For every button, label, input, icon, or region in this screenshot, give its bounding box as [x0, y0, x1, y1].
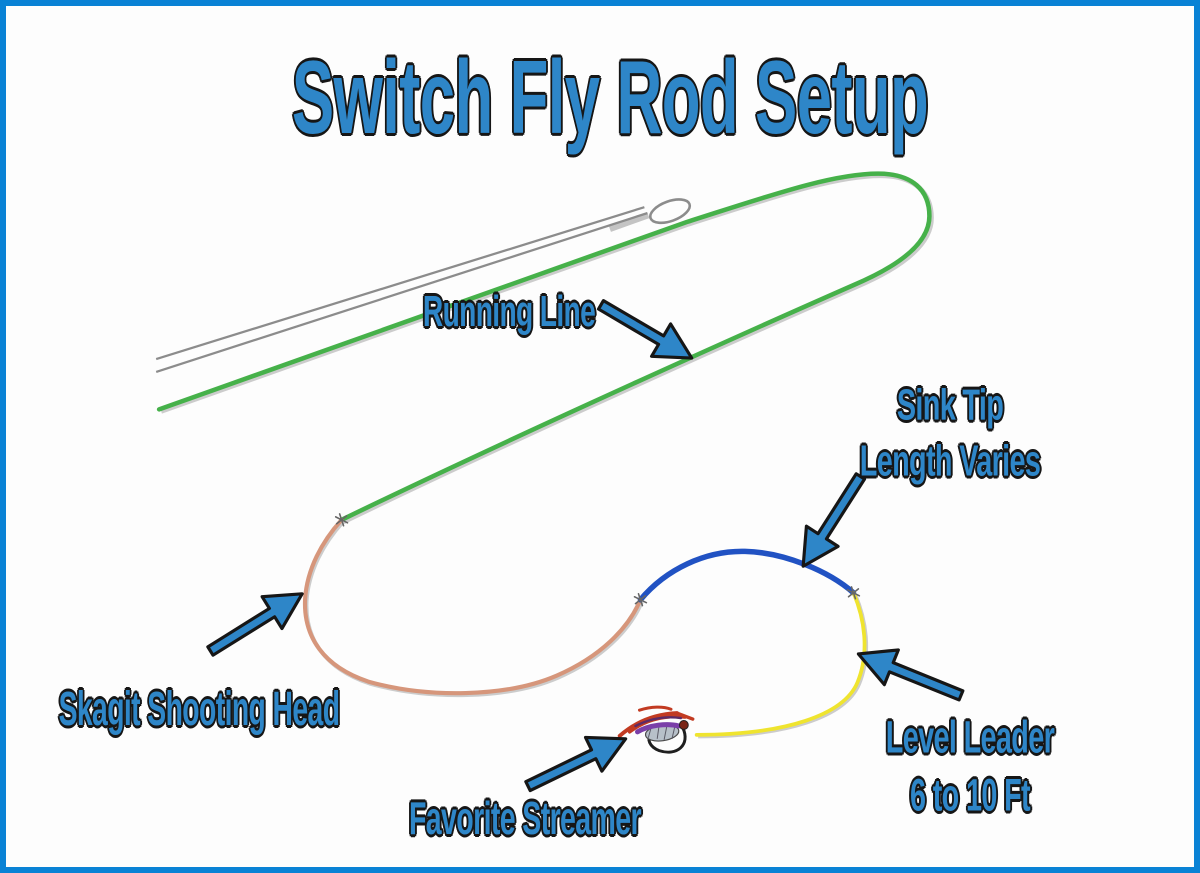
- line-junction-knots: [334, 513, 861, 607]
- knot-mark: [846, 586, 861, 600]
- streamer-arrow: [524, 735, 628, 793]
- sink-tip-label-line2: Length Varies: [859, 436, 1042, 488]
- fly-red-wing: [617, 711, 679, 738]
- streamer-label: Favorite Streamer: [408, 792, 642, 844]
- fly-purple-stripe: [635, 722, 682, 735]
- callout-arrows: [206, 299, 965, 793]
- running-line: [156, 171, 934, 525]
- level-leader: [694, 590, 869, 739]
- skagit-head-label: Skagit Shooting Head: [58, 683, 341, 736]
- level-leader-path: [694, 590, 867, 737]
- sink-tip-label-line1: Sink Tip: [896, 379, 1005, 431]
- level-leader-label-line2: 6 to 10 Ft: [909, 768, 1031, 821]
- diagram-artwork: [155, 171, 965, 793]
- knot-mark: [633, 593, 648, 607]
- sink-tip-arrow: [801, 472, 867, 568]
- diagram-title: Switch Fly Rod Setup: [291, 40, 929, 156]
- skagit-head-arrow: [206, 592, 304, 657]
- fly-head: [678, 720, 689, 730]
- fly-rod-tip: [155, 198, 692, 373]
- running-line-label: Running Line: [422, 287, 596, 336]
- knot-mark: [334, 513, 349, 527]
- favorite-streamer-fly: [617, 705, 695, 754]
- level-leader-label-line1: Level Leader: [885, 710, 1056, 763]
- sink-tip-path: [637, 548, 857, 603]
- rod-tip-guide: [648, 198, 692, 225]
- running-line-path: [156, 171, 932, 523]
- skagit-shooting-head: [303, 517, 644, 698]
- skagit-head-path: [303, 517, 643, 696]
- rod-winding: [608, 212, 650, 232]
- level-leader-arrow: [856, 648, 965, 702]
- running-line-arrow: [596, 299, 694, 360]
- sink-tip: [637, 548, 857, 603]
- sink-tip-label: Sink Tip Length Varies: [859, 378, 1042, 491]
- level-leader-label: Level Leader 6 to 10 Ft: [885, 708, 1056, 823]
